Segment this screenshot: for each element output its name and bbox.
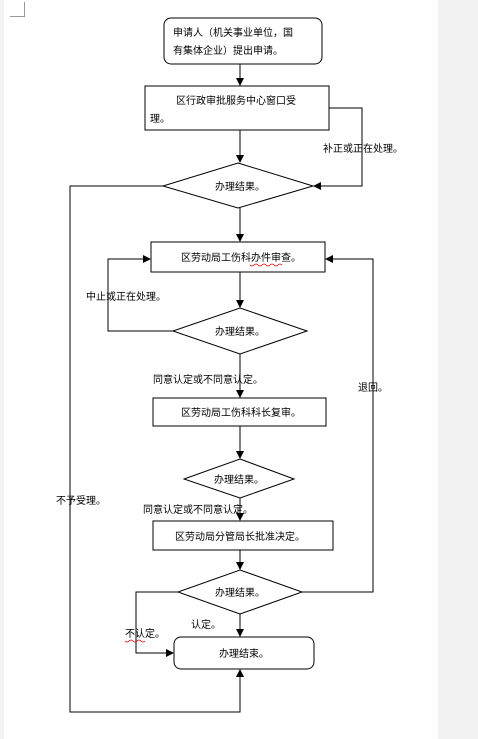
applicant-text-line2: 有集体企业）提出申请。: [173, 44, 283, 57]
supplement-label: 补正或正在处理。: [323, 142, 403, 155]
decision-1-text: 办理结果。: [215, 180, 265, 193]
suspend-label: 中止或正在处理。: [86, 290, 166, 303]
spellcheck-underline: [249, 263, 283, 267]
injury-review-text: 区劳动局工伤科办件审查。: [181, 251, 301, 264]
reject-label: 不予受理。: [56, 495, 106, 507]
service-center-text-line1: 区行政审批服务中心窗口受: [176, 94, 296, 107]
director-approve-box: [152, 520, 334, 551]
chief-review-box: [152, 397, 327, 427]
decision-diamond-1: [161, 162, 315, 209]
agree-label-2: 同意认定或不同意认定。: [143, 503, 253, 516]
decision-3-text: 办理结果。: [214, 473, 264, 486]
end-text: 办理结束。: [219, 647, 269, 660]
not-confirm-label: 不认定。: [125, 627, 165, 640]
injury-review-box: [150, 241, 326, 273]
page-corner-marker: [10, 2, 25, 17]
applicant-text-line1: 申请人（机关事业单位，国: [173, 26, 293, 39]
chief-review-text: 区劳动局工伤科科长复审。: [181, 406, 301, 419]
agree-label-1: 同意认定或不同意认定。: [153, 373, 263, 386]
connectors: [69, 64, 374, 713]
end-box: [173, 636, 315, 670]
service-center-text-line2: 理。: [150, 113, 170, 125]
director-approve-text: 区劳动局分管局长批准决定。: [175, 530, 305, 543]
spellcheck-underline-2: [124, 639, 146, 643]
return-label: 退回。: [358, 382, 388, 394]
applicant-box: [163, 17, 323, 65]
confirm-label: 认定。: [191, 618, 221, 631]
decision-2-text: 办理结果。: [215, 325, 265, 338]
service-center-box: [144, 85, 330, 131]
decision-4-text: 办理结果。: [215, 586, 265, 599]
